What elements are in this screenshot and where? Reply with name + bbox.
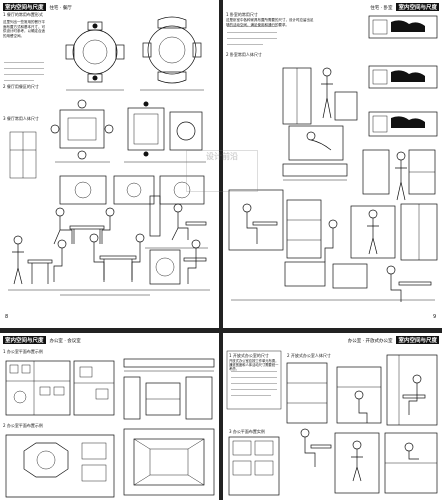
- caption-fig1: 1 办公室平面布置示例: [3, 349, 43, 354]
- page-number: 9: [433, 314, 437, 320]
- caption-fig1: 1 卧室的常用尺寸: [226, 12, 258, 17]
- header-title: 室内空间与尺度: [3, 3, 46, 11]
- header-title: 室内空间与尺度: [396, 3, 439, 11]
- page-header: 办公室 · 开放式办公室 室内空间与尺度: [348, 336, 439, 344]
- watermark: 设计前沿: [186, 150, 258, 192]
- page-header: 室内空间与尺度 办公室 · 会议室: [3, 336, 81, 344]
- page-number: 8: [5, 314, 9, 320]
- body-text: 开放式办公室应按工作单元布置，通道宽度和人体活动尺寸需要统一考虑。: [229, 359, 279, 371]
- page-header: 室内空间与尺度 住宅 · 餐厅: [3, 3, 72, 11]
- body-text: 这里列出一些常用的餐厅平面布置方式和基本尺寸，可供设计时参考，以确定合适的用餐空…: [3, 20, 45, 38]
- drawing-dining-layouts: [4, 16, 210, 296]
- page-top-right: 住宅 · 卧室 室内空间与尺度: [223, 0, 442, 328]
- header-title: 室内空间与尺度: [396, 336, 439, 344]
- header-subtitle: 住宅 · 卧室: [370, 6, 393, 11]
- caption-fig1: 1 开放式办公室的尺寸: [229, 353, 269, 358]
- body-text: 这是卧室中各种家具布置所需要的尺寸，设计时应留出足够的活动空间，满足使用和通行的…: [226, 18, 314, 27]
- page-gutter-horizontal: [0, 328, 442, 333]
- header-subtitle: 办公室 · 开放式办公室: [347, 339, 393, 344]
- caption-fig3: 3 餐厅常用人体尺寸: [3, 116, 39, 121]
- caption-fig3: 3 办公平面布置实例: [229, 429, 265, 434]
- caption-fig2: 2 卧室常用人体尺寸: [226, 52, 262, 57]
- caption-fig2: 2 开放式办公室人体尺寸: [287, 353, 331, 358]
- caption-fig2: 2 餐厅用餐区的尺寸: [3, 84, 39, 89]
- drawing-open-office: [226, 350, 438, 496]
- caption-fig2: 2 办公室平面布置示例: [3, 423, 43, 428]
- caption-fig1: 1 餐厅的常用布置形式: [3, 12, 43, 17]
- header-subtitle: 办公室 · 会议室: [49, 339, 81, 344]
- page-gutter-vertical: [219, 0, 223, 500]
- drawing-bedroom-dimensions: [227, 15, 438, 302]
- page-bottom-left: 室内空间与尺度 办公室 · 会议室: [0, 333, 219, 500]
- page-bottom-right: 办公室 · 开放式办公室 室内空间与尺度: [223, 333, 442, 500]
- header-subtitle: 住宅 · 餐厅: [49, 6, 72, 11]
- page-header: 住宅 · 卧室 室内空间与尺度: [370, 3, 439, 11]
- header-title: 室内空间与尺度: [3, 336, 46, 344]
- drawing-office-plans: [5, 358, 215, 498]
- page-top-left: 室内空间与尺度 住宅 · 餐厅: [0, 0, 219, 328]
